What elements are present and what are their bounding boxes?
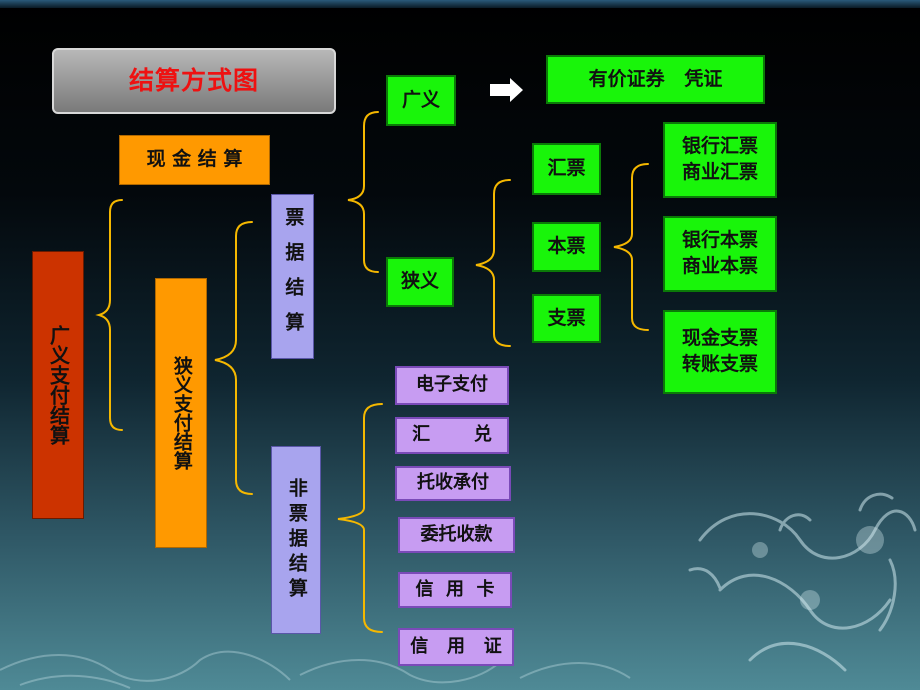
wave-decoration: [0, 650, 631, 689]
check-subtypes-box: 现金支票 转账支票: [663, 310, 777, 394]
remittance-box: 汇 兑: [395, 417, 509, 454]
letter-of-credit-box: 信 用 证: [398, 628, 514, 666]
bill-settlement-box: 票据结算: [271, 194, 314, 359]
arrow-right-icon: [490, 78, 523, 102]
bank-note-label: 银行本票: [681, 229, 758, 252]
broad-payment-box: 广义支付结算: [32, 251, 84, 519]
commercial-draft-label: 商业汇票: [681, 161, 758, 183]
narrow-payment-box: 狭义支付结算: [155, 278, 207, 548]
cash-check-label: 现金支票: [681, 327, 758, 350]
bracket-bill-subtypes: [613, 163, 649, 331]
collection-acceptance-box: 托收承付: [395, 466, 511, 501]
broad-result-box: 有价证券 凭证: [546, 55, 765, 104]
cash-settlement-box: 现 金 结 算: [119, 135, 270, 185]
bank-draft-label: 银行汇票: [681, 135, 758, 158]
commercial-note-label: 商业本票: [681, 255, 758, 277]
note-subtypes-box: 银行本票 商业本票: [663, 216, 777, 292]
narrow-box: 狭义: [386, 257, 454, 307]
bracket-narrow-bills: [475, 179, 511, 347]
bracket-non-bill: [337, 403, 383, 633]
top-bar: [0, 0, 920, 8]
bracket-broad-payment: [95, 199, 123, 431]
entrusted-collection-box: 委托收款: [398, 517, 515, 553]
electronic-payment-box: 电子支付: [395, 366, 509, 405]
bracket-bill-settlement: [347, 111, 379, 273]
page-title: 结算方式图: [52, 48, 336, 114]
transfer-check-label: 转账支票: [681, 353, 758, 375]
bracket-narrow-payment: [214, 221, 253, 495]
non-bill-settlement-box: 非票据结算: [271, 446, 321, 634]
credit-card-box: 信 用 卡: [398, 572, 512, 608]
draft-subtypes-box: 银行汇票 商业汇票: [663, 122, 777, 198]
draft-box: 汇票: [532, 143, 601, 195]
broad-box: 广义: [386, 75, 456, 126]
promissory-note-box: 本票: [532, 222, 601, 272]
check-box: 支票: [532, 294, 601, 343]
dragon-decoration-icon: [688, 492, 917, 672]
